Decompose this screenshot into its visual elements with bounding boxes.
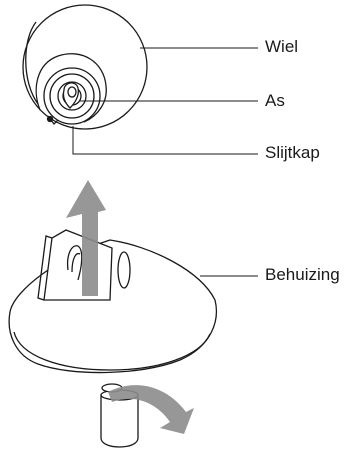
bracket-inner <box>71 252 81 273</box>
label-behuizing: Behuizing <box>265 265 340 284</box>
hub-ring <box>57 81 87 111</box>
leader-slijtkap <box>72 126 258 155</box>
label-wiel: Wiel <box>265 37 299 56</box>
wheel-inner-arc <box>35 53 107 123</box>
axle-shape <box>62 82 80 109</box>
wear-cap-inner-ring <box>49 73 95 119</box>
housing-recess <box>117 251 131 289</box>
label-as: As <box>265 91 285 110</box>
rotation-arrows <box>66 180 194 434</box>
axle-hole <box>67 86 77 98</box>
bracket-side <box>37 235 53 301</box>
wheel-drawing <box>22 4 148 130</box>
wear-cap-notch <box>46 115 54 123</box>
housing-body <box>8 239 218 374</box>
arrow-curve <box>108 385 194 434</box>
housing-bottom-rim <box>13 331 211 371</box>
arrow-up <box>66 180 106 296</box>
label-slijtkap: Slijtkap <box>265 143 320 162</box>
wheel-leader-lines <box>72 47 258 155</box>
stem <box>100 395 139 448</box>
housing-bracket <box>43 229 113 301</box>
bracket-slot <box>66 245 83 281</box>
wheel-rim-edge <box>25 21 39 105</box>
